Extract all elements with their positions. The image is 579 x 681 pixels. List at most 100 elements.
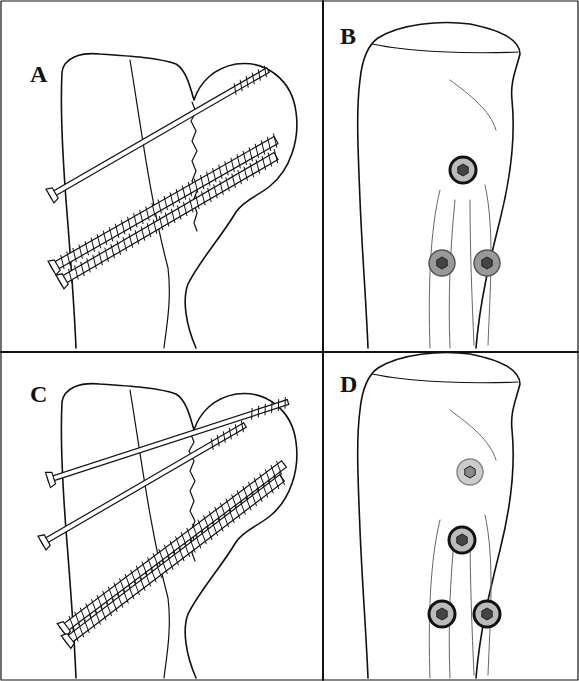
screw-thread: [241, 421, 243, 433]
hex-socket: [458, 164, 468, 176]
cannulated-screw: [46, 397, 289, 488]
screw-thread: [273, 133, 276, 147]
screw-thread: [214, 184, 218, 198]
screw-thread: [103, 591, 108, 605]
screw-thread: [95, 611, 100, 625]
femur-outline: [61, 54, 297, 348]
screw-thread: [91, 599, 96, 613]
screw-thread: [202, 191, 206, 205]
screw-thread: [194, 179, 197, 193]
screw-thread: [103, 231, 106, 245]
screw-thread: [97, 595, 102, 609]
screw-thread: [232, 494, 237, 508]
screw-thread: [61, 255, 64, 269]
screw-thread: [73, 248, 76, 262]
screw-thread: [207, 526, 212, 540]
screw-thread: [123, 237, 127, 251]
screw-thread: [140, 577, 145, 591]
screw-thread: [75, 612, 80, 626]
screw-thread: [164, 545, 169, 559]
screw-thread: [129, 234, 133, 248]
screw-thread: [188, 182, 191, 196]
screw-thread: [276, 461, 281, 475]
screw-thread: [101, 607, 106, 621]
screw-thread: [258, 406, 259, 418]
screw-thread: [261, 140, 264, 154]
screw-thread: [131, 570, 136, 584]
screw-thread: [184, 543, 189, 557]
screw-thread: [248, 482, 253, 496]
screw-thread: [157, 564, 162, 578]
neck-contour: [429, 80, 496, 348]
neck-contour: [429, 410, 496, 678]
screw-head-end: [474, 250, 500, 276]
screw-shaft: [64, 475, 285, 645]
screw-thread: [115, 224, 118, 238]
screw-thread: [147, 223, 151, 237]
femur-lateral-outline: [358, 23, 520, 348]
screw-thread: [111, 244, 115, 258]
cannulated-screw: [57, 461, 286, 637]
screw-thread: [176, 189, 179, 203]
femur-head-line: [372, 374, 518, 383]
screw-thread: [243, 151, 246, 165]
divider: [1, 351, 578, 353]
screw-thread: [164, 196, 167, 210]
screw-thread: [244, 167, 248, 181]
screw-thread: [251, 408, 252, 420]
screw-thread: [278, 399, 279, 411]
screw-thread: [240, 80, 242, 92]
screw-thread: [274, 476, 279, 490]
screw-thread: [243, 486, 248, 500]
screw-thread: [176, 536, 181, 550]
screw-thread: [284, 397, 285, 409]
screw-thread: [262, 156, 266, 170]
panel-letter: D: [340, 372, 357, 396]
screw-head-ring: [457, 459, 483, 485]
screw-thread: [192, 524, 197, 538]
screw-thread: [114, 582, 119, 596]
femur-lateral-outline: [358, 353, 520, 678]
screw-thread: [129, 586, 134, 600]
hex-socket: [465, 466, 475, 478]
screw-thread: [87, 258, 91, 272]
screw-thread: [246, 497, 251, 511]
screw-thread: [223, 514, 228, 528]
screw-thread: [158, 199, 161, 213]
screw-thread: [84, 619, 89, 633]
hex-socket: [482, 257, 492, 269]
screw-shaft: [60, 461, 287, 633]
screw-thread: [271, 401, 272, 413]
screw-thread: [125, 574, 130, 588]
screw-thread: [268, 480, 273, 494]
screw-thread: [153, 553, 158, 567]
screw-thread: [118, 594, 123, 608]
screw-thread: [258, 69, 260, 81]
screw-thread: [171, 209, 175, 223]
screw-thread: [246, 76, 248, 88]
screw-thread: [159, 216, 163, 230]
screw-thread: [255, 144, 258, 158]
screw-thread: [201, 531, 206, 545]
screw-thread: [168, 556, 173, 570]
screw-thread: [75, 265, 79, 279]
screw-thread: [232, 174, 236, 188]
screw-thread: [226, 499, 231, 513]
screw-thread: [231, 158, 234, 172]
cannulated-screw: [56, 149, 278, 289]
hex-socket: [482, 608, 492, 620]
screw-thread: [220, 181, 224, 195]
screw-head-end: [449, 527, 475, 553]
screw-head: [38, 535, 50, 550]
screw-thread: [251, 493, 256, 507]
hex-socket: [437, 257, 447, 269]
panel-letter: A: [30, 62, 47, 86]
screw-thread: [141, 227, 145, 241]
screw-thread: [99, 251, 103, 265]
screw-thread: [182, 186, 185, 200]
screw-thread: [165, 212, 169, 226]
screw-thread: [250, 163, 254, 177]
screw-thread: [80, 608, 85, 622]
